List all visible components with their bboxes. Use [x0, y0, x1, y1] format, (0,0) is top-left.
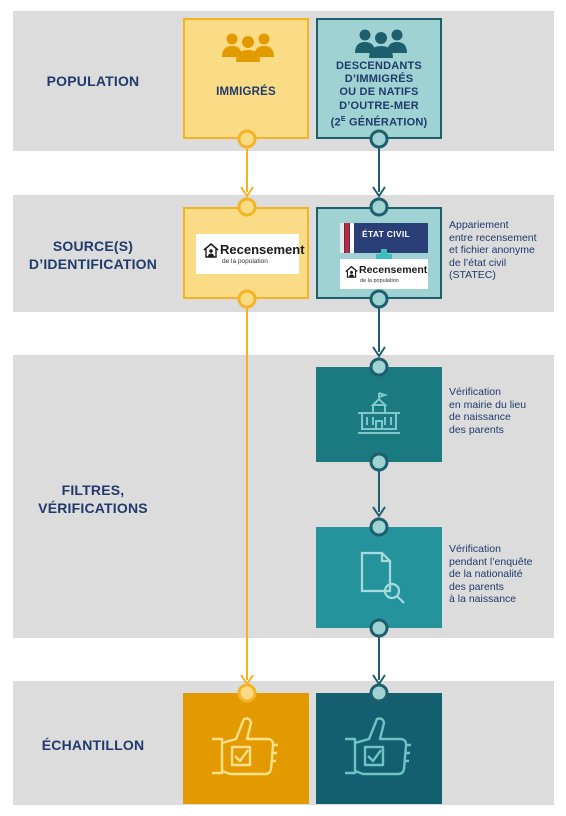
- etat-civil-label: ÉTAT CIVIL: [362, 229, 411, 239]
- flow-node: [369, 357, 389, 377]
- appariement-line-5: (STATEC): [449, 269, 496, 281]
- descendants-line-5: (2E GÉNÉRATION): [318, 113, 440, 130]
- enquete-line-2: pendant l’enquête: [449, 555, 533, 568]
- flow-node: [237, 683, 257, 703]
- people-icon: [220, 30, 276, 69]
- flow-node: [369, 517, 389, 537]
- row-label-echantillon: ÉCHANTILLON: [13, 736, 173, 754]
- descendants-flow: [369, 129, 389, 703]
- row-label-population: POPULATION: [13, 72, 173, 90]
- flow-node: [369, 129, 389, 149]
- row-label-filtres: FILTRES, VÉRIFICATIONS: [13, 481, 173, 517]
- appariement-note: Appariement entre recensement et fichier…: [449, 219, 559, 282]
- generation-suffix: GÉNÉRATION): [345, 116, 428, 129]
- flow-node: [369, 452, 389, 472]
- recensement-title: Recensement: [220, 242, 305, 257]
- enquete-line-3: de la nationalité: [449, 568, 523, 580]
- recensement-logo: Recensement de la population: [196, 234, 305, 274]
- row-label-source: SOURCE(S) D’IDENTIFICATION: [13, 237, 173, 273]
- mairie-line-3: de naissance: [449, 411, 511, 423]
- enquete-note: Vérification pendant l’enquête de la nat…: [449, 543, 554, 606]
- mairie-note: Vérification en mairie du lieu de naissa…: [449, 386, 554, 436]
- recensement-subtitle: de la population: [360, 278, 399, 284]
- house-person-icon: [345, 265, 358, 278]
- row-band-filtres: [13, 355, 554, 638]
- flow-node: [369, 197, 389, 217]
- immigres-label: IMMIGRÉS: [216, 86, 276, 98]
- descendants-line-2: D’IMMIGRÉS: [344, 73, 414, 86]
- mairie-line-1: Vérification: [449, 386, 501, 398]
- thumbs-up-check-icon: [345, 717, 411, 776]
- immigres-population-box: IMMIGRÉS: [183, 18, 309, 139]
- generation-prefix: (2: [330, 116, 341, 129]
- city-hall-icon: [358, 392, 400, 434]
- plus-icon: [376, 249, 392, 265]
- descendants-line-1: DESCENDANTS: [336, 60, 422, 72]
- flow-node: [237, 289, 257, 309]
- enquete-line-4: des parents: [449, 580, 504, 593]
- descendants-echantillon-box: [316, 693, 442, 804]
- mairie-line-4: des parents: [449, 423, 504, 436]
- flow-node: [237, 197, 257, 217]
- flow-node: [237, 129, 257, 149]
- source-label-line1: SOURCE(S): [52, 238, 134, 254]
- filtres-label-line1: FILTRES,: [61, 482, 125, 498]
- enquete-line-5: à la naissance: [449, 593, 517, 605]
- appariement-line-3: et fichier anonyme: [449, 244, 535, 256]
- etat-civil-logo: ÉTAT CIVIL: [340, 223, 428, 253]
- immigres-flow: [237, 129, 257, 703]
- descendants-source-box: ÉTAT CIVIL Recensement de la population: [316, 207, 442, 299]
- mairie-verification-box: [316, 367, 442, 462]
- flow-node: [369, 618, 389, 638]
- arrow-head: [372, 506, 386, 518]
- descendants-label: DESCENDANTS D’IMMIGRÉS OU DE NATIFS D’OU…: [318, 60, 440, 130]
- mairie-line-2: en mairie du lieu: [449, 398, 527, 411]
- people-icon: [353, 26, 409, 65]
- appariement-line-1: Appariement: [449, 219, 509, 231]
- appariement-line-4: de l’état civil: [449, 256, 507, 269]
- descendants-line-3: OU DE NATIFS: [339, 86, 419, 99]
- recensement-logo: Recensement de la population: [340, 259, 428, 289]
- flow-node: [369, 683, 389, 703]
- immigres-source-box: Recensement de la population: [183, 207, 309, 299]
- arrow-head: [240, 186, 254, 198]
- recensement-title: Recensement: [359, 264, 428, 276]
- descendants-line-4: D’OUTRE-MER: [339, 99, 419, 112]
- appariement-line-2: entre recensement: [449, 231, 537, 244]
- descendants-population-box: DESCENDANTS D’IMMIGRÉS OU DE NATIFS D’OU…: [316, 18, 442, 139]
- generation-superscript: E: [340, 115, 346, 123]
- arrow-head: [372, 186, 386, 198]
- flow-node: [369, 289, 389, 309]
- enquete-line-1: Vérification: [449, 543, 501, 555]
- echantillon-label: ÉCHANTILLON: [41, 737, 145, 753]
- enquete-verification-box: [316, 527, 442, 628]
- document-search-icon: [360, 551, 405, 604]
- source-label-line2: D’IDENTIFICATION: [28, 256, 158, 272]
- house-person-icon: [203, 242, 219, 258]
- recensement-subtitle: de la population: [222, 258, 268, 265]
- population-label: POPULATION: [46, 73, 140, 89]
- filtres-label-line2: VÉRIFICATIONS: [38, 500, 148, 516]
- thumbs-up-check-icon: [212, 717, 278, 776]
- immigres-echantillon-box: [183, 693, 309, 804]
- arrow-head: [372, 346, 386, 358]
